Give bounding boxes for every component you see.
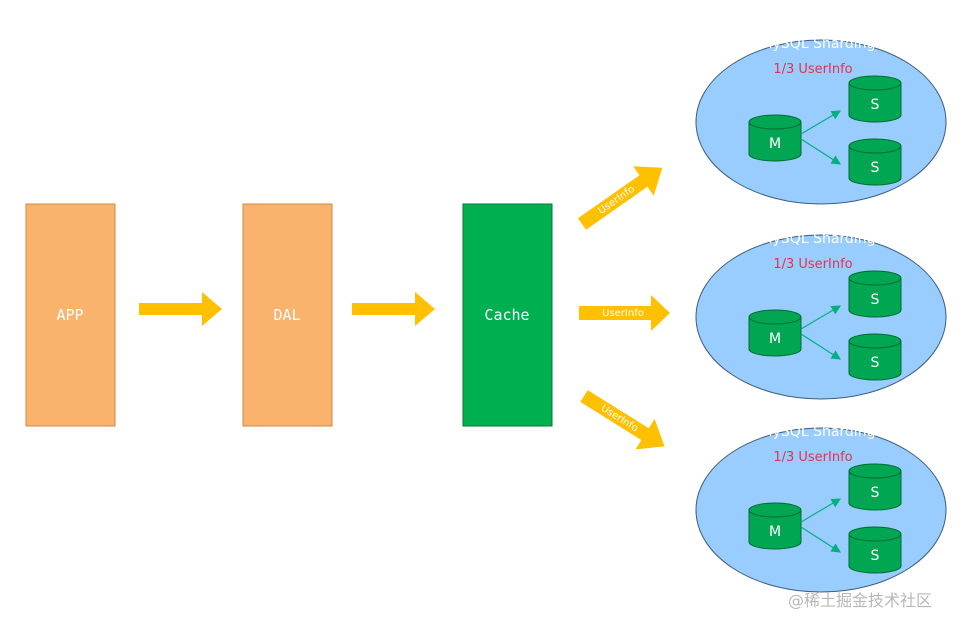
- replication-arrow: [800, 498, 842, 523]
- arrow-cache-shard-1: UserInfo: [577, 166, 663, 230]
- arrow-dal-cache: [352, 292, 435, 326]
- slave-db-2-label: S: [871, 548, 880, 564]
- master-db: M: [748, 309, 802, 357]
- slave-db-1-label: S: [871, 485, 880, 501]
- arrow-label: UserInfo: [602, 308, 644, 319]
- shard-title: MySQL Sharding: [761, 424, 876, 440]
- shard-title: MySQL Sharding: [761, 36, 876, 52]
- slave-db-1-label: S: [871, 97, 880, 113]
- slave-db-2: S: [848, 333, 902, 381]
- master-db-label: M: [769, 331, 781, 347]
- slave-db-1: S: [848, 75, 902, 123]
- dal-label: DAL: [273, 306, 300, 324]
- shard-subtitle: 1/3 UserInfo: [773, 62, 852, 77]
- app-box: APP: [25, 203, 116, 427]
- master-db: M: [748, 502, 802, 550]
- slave-db-1: S: [848, 270, 902, 318]
- slave-db-2: S: [848, 526, 902, 574]
- arrow-cache-shard-3: UserInfo: [580, 390, 665, 450]
- arrow-label: UserInfo: [599, 403, 640, 434]
- slave-db-2-label: S: [871, 355, 880, 371]
- arrow-label: UserInfo: [596, 184, 636, 217]
- cache-box: Cache: [462, 203, 553, 427]
- shard-subtitle: 1/3 UserInfo: [773, 257, 852, 272]
- replication-arrow: [800, 526, 842, 553]
- slave-db-2: S: [848, 138, 902, 186]
- slave-db-1-label: S: [871, 292, 880, 308]
- replication-arrow: [800, 110, 842, 135]
- slave-db-1: S: [848, 463, 902, 511]
- dal-box: DAL: [242, 203, 333, 427]
- replication-arrow: [800, 305, 842, 330]
- slave-db-2-label: S: [871, 160, 880, 176]
- replication-arrow: [800, 333, 842, 360]
- master-db-label: M: [769, 136, 781, 152]
- shard-title: MySQL Sharding: [761, 231, 876, 247]
- shard-subtitle: 1/3 UserInfo: [773, 450, 852, 465]
- arrow-cache-shard-2: UserInfo: [579, 295, 670, 331]
- arrow-app-dal: [139, 292, 222, 326]
- cache-label: Cache: [484, 306, 529, 324]
- app-label: APP: [56, 306, 83, 324]
- master-db-label: M: [769, 524, 781, 540]
- replication-arrow: [800, 138, 842, 165]
- master-db: M: [748, 114, 802, 162]
- watermark: @稀土掘金技术社区: [788, 591, 933, 610]
